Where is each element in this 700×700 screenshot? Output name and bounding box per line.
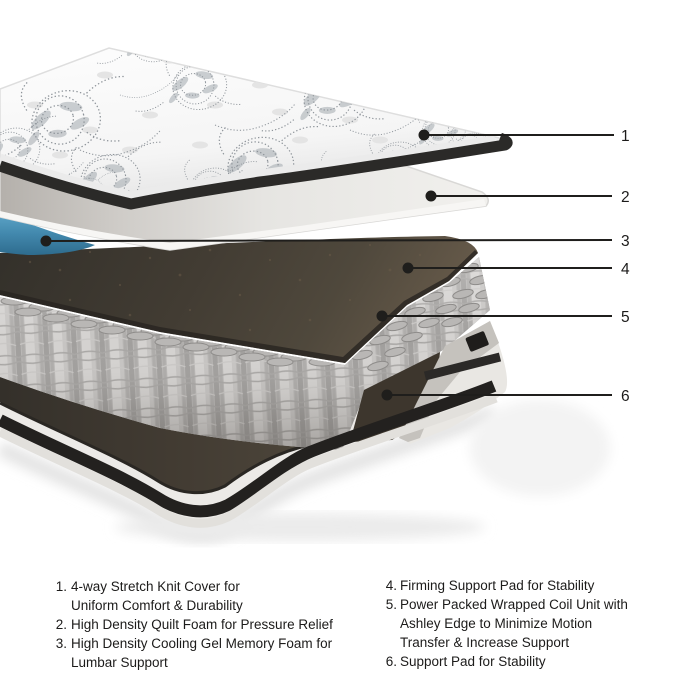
svg-text:3.: 3. [56,636,67,651]
svg-text:High Density Cooling Gel Memor: High Density Cooling Gel Memory Foam for [71,636,333,651]
svg-text:4: 4 [621,261,630,278]
svg-text:2: 2 [621,189,630,206]
svg-text:4.: 4. [386,578,397,593]
svg-text:Transfer & Increase Support: Transfer & Increase Support [400,635,569,650]
svg-text:Power Packed Wrapped Coil Unit: Power Packed Wrapped Coil Unit with [400,597,628,612]
svg-text:6: 6 [621,388,630,405]
svg-text:5: 5 [621,309,630,326]
svg-text:4-way Stretch Knit Cover for: 4-way Stretch Knit Cover for [71,579,240,594]
svg-text:6.: 6. [386,654,397,669]
svg-text:5.: 5. [386,597,397,612]
svg-text:Lumbar Support: Lumbar Support [71,655,168,670]
svg-text:3: 3 [621,233,630,250]
svg-text:Support Pad for Stability: Support Pad for Stability [400,654,546,669]
svg-text:Ashley Edge to Minimize Motion: Ashley Edge to Minimize Motion [400,616,592,631]
svg-text:Firming Support Pad for Stabil: Firming Support Pad for Stability [400,578,595,593]
svg-text:High Density Quilt Foam for Pr: High Density Quilt Foam for Pressure Rel… [71,617,333,632]
svg-text:2.: 2. [56,617,67,632]
svg-text:1: 1 [621,128,630,145]
svg-text:Uniform Comfort & Durability: Uniform Comfort & Durability [71,598,243,613]
svg-text:1.: 1. [56,579,67,594]
